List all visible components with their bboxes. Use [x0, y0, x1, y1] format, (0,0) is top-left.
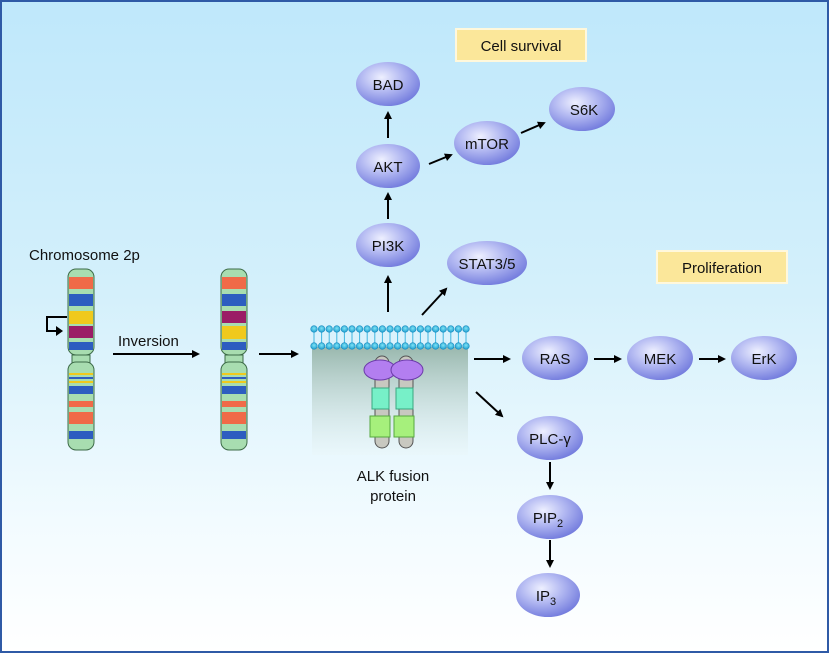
lipid-head [340, 342, 349, 350]
lipid-head [378, 342, 387, 350]
lipid-head [409, 325, 417, 333]
lipid-head [394, 342, 402, 350]
lipid-head [363, 325, 371, 333]
node-s6k: S6K [549, 87, 615, 131]
lipid-head [432, 325, 440, 333]
lipid-head [439, 342, 447, 350]
node-pip2: PIP2 [517, 495, 583, 539]
node-akt: AKT [356, 144, 420, 188]
svg-text:Proliferation: Proliferation [682, 260, 762, 277]
cell-survival-box: Cell survival [455, 28, 587, 62]
svg-text:BAD: BAD [373, 77, 404, 94]
lipid-head [386, 342, 394, 350]
node-pi3k: PI3K [356, 223, 420, 267]
lipid-head [378, 325, 387, 333]
alk-label-line2: protein [370, 488, 416, 505]
node-mtor: mTOR [454, 121, 520, 165]
lipid-head [447, 342, 455, 350]
chromosome-label: Chromosome 2p [29, 247, 140, 264]
lipid-head [416, 342, 425, 350]
lipid-head [371, 342, 379, 350]
lipid-head [462, 342, 470, 350]
lipid-head [432, 342, 440, 350]
lipid-head [318, 342, 326, 350]
inversion-bent-arrow [46, 316, 67, 332]
lipid-head [348, 342, 356, 350]
node-stat: STAT3/5 [447, 241, 527, 285]
svg-text:STAT3/5: STAT3/5 [459, 256, 516, 273]
lipid-head [447, 325, 455, 333]
lipid-head [424, 342, 432, 350]
lipid-head [401, 342, 409, 350]
node-erk: ErK [731, 336, 797, 380]
lipid-head [439, 325, 447, 333]
svg-text:PI3K: PI3K [372, 238, 405, 255]
lipid-head [310, 342, 318, 350]
lipid-head [333, 342, 341, 350]
cell-membrane [310, 325, 470, 350]
arrow-membrane-plc [475, 391, 504, 418]
lipid-head [340, 325, 349, 333]
svg-text:PLC-γ: PLC-γ [529, 431, 571, 448]
svg-text:PIP2: PIP2 [533, 510, 563, 530]
lipid-head [394, 325, 402, 333]
lipid-head [454, 342, 463, 350]
lipid-head [371, 325, 379, 333]
alk-fusion-protein [363, 355, 424, 449]
svg-text:mTOR: mTOR [465, 136, 509, 153]
node-mek: MEK [627, 336, 693, 380]
lipid-head [416, 325, 425, 333]
lipid-head [409, 342, 417, 350]
node-ras: RAS [522, 336, 588, 380]
alk-label-line1: ALK fusion [357, 468, 430, 485]
chromosome-inverted [220, 268, 248, 451]
lipid-head [333, 325, 341, 333]
lipid-head [325, 325, 333, 333]
lipid-head [462, 325, 470, 333]
lipid-head [356, 342, 364, 350]
lipid-head [401, 325, 409, 333]
lipid-head [356, 325, 364, 333]
lipid-head [325, 342, 333, 350]
inversion-label: Inversion [118, 333, 179, 350]
arrow-akt-mtor [428, 153, 453, 165]
svg-text:Cell survival: Cell survival [481, 38, 562, 55]
lipid-head [363, 342, 371, 350]
lipid-head [310, 325, 318, 333]
node-plc-gamma: PLC-γ [517, 416, 583, 460]
svg-text:RAS: RAS [540, 351, 571, 368]
svg-text:MEK: MEK [644, 351, 677, 368]
svg-text:S6K: S6K [570, 102, 598, 119]
svg-text:IP3: IP3 [536, 588, 556, 608]
proliferation-box: Proliferation [656, 250, 788, 284]
lipid-head [318, 325, 326, 333]
lipid-head [386, 325, 394, 333]
arrow-mtor-s6k [520, 121, 546, 134]
lipid-head [348, 325, 356, 333]
node-ip3: IP3 [516, 573, 580, 617]
lipid-head [424, 325, 432, 333]
node-bad: BAD [356, 62, 420, 106]
chromosome-original [67, 268, 95, 451]
arrow-membrane-stat [421, 287, 448, 316]
lipid-head [454, 325, 463, 333]
svg-text:AKT: AKT [373, 159, 402, 176]
svg-text:ErK: ErK [751, 351, 776, 368]
